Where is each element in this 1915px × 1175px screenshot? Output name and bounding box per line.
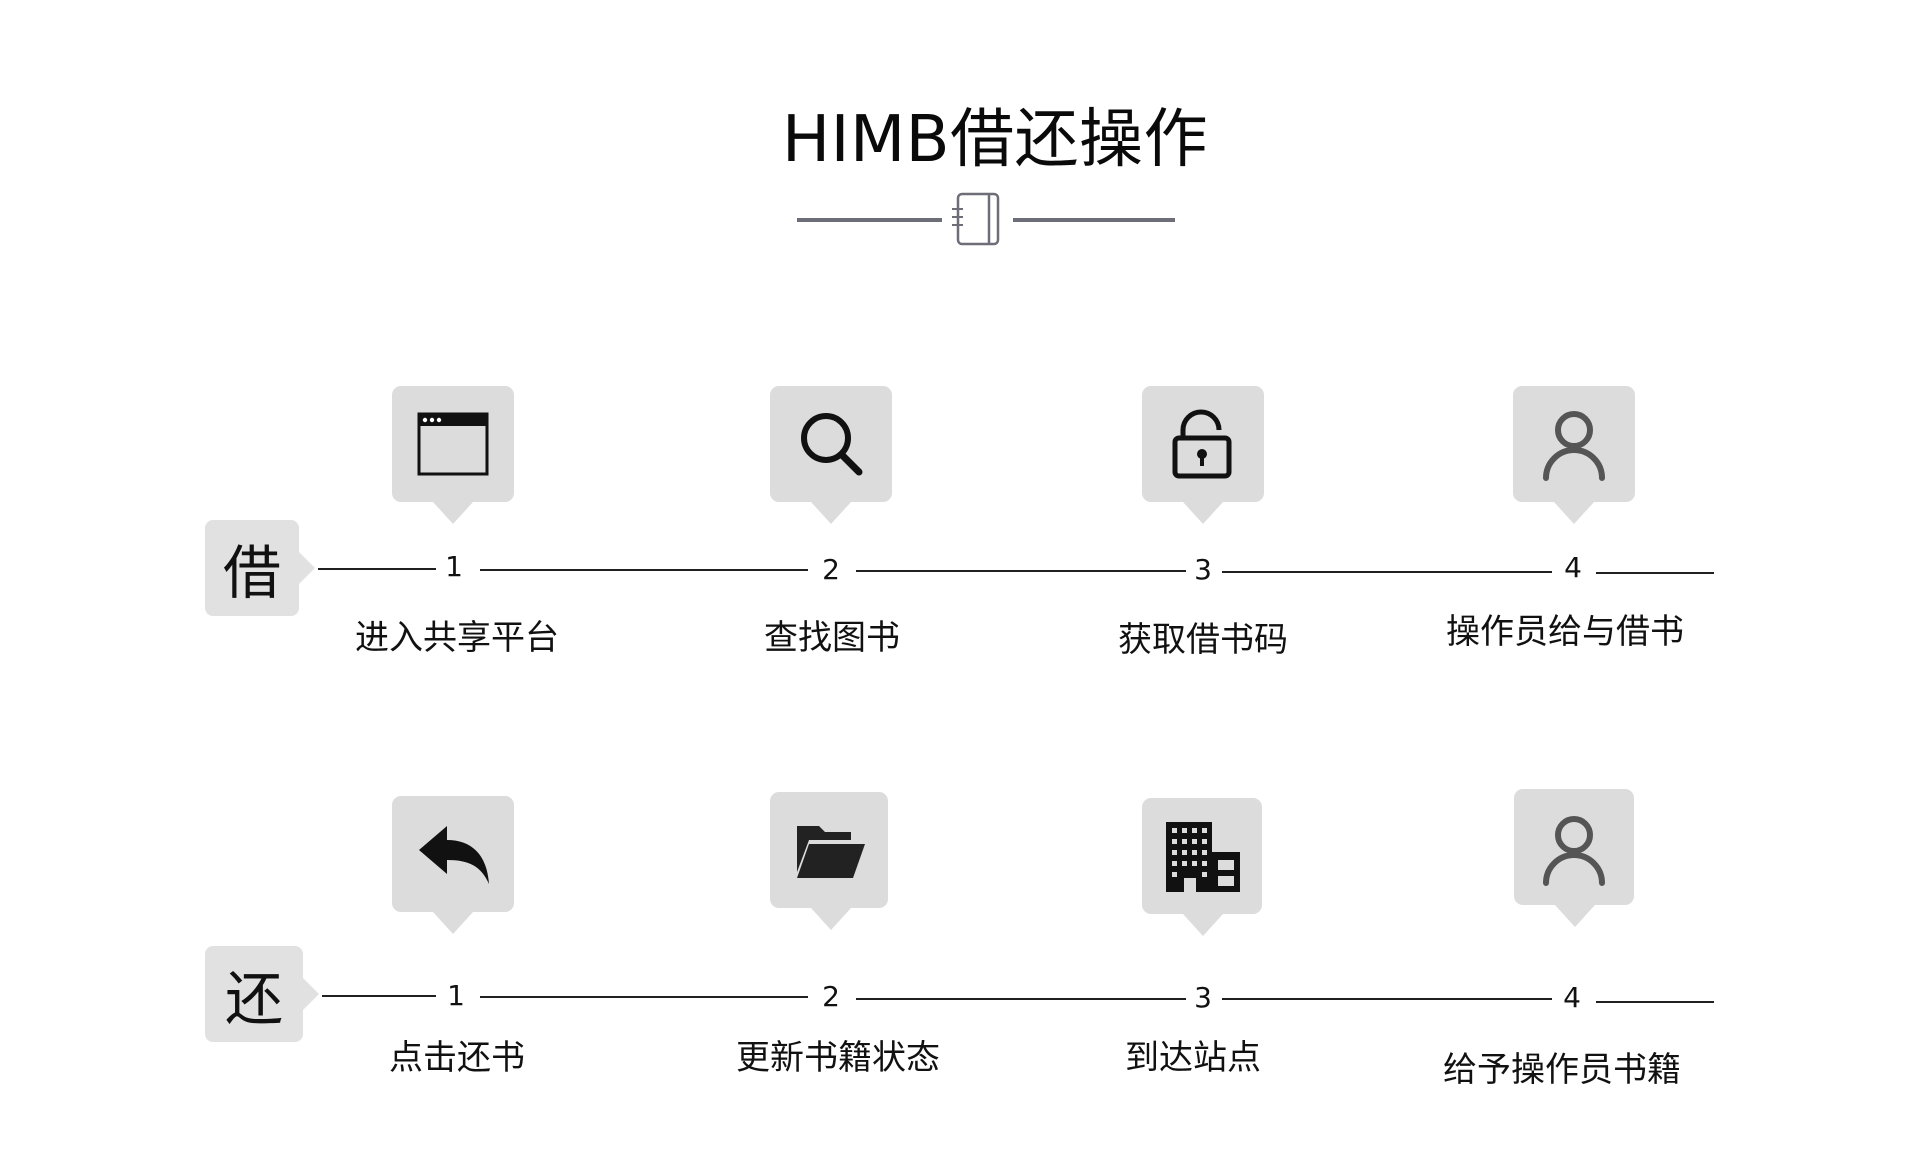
return-timeline-seg-4 (1596, 1001, 1714, 1003)
unlock-icon (1172, 409, 1232, 479)
return-timeline-seg-1 (480, 996, 808, 998)
return-step-2-tile (770, 792, 888, 930)
browser-window-icon (417, 412, 489, 476)
title-divider-right (1013, 218, 1175, 222)
borrow-step-4-tile (1513, 386, 1635, 524)
reply-arrow-icon (419, 826, 489, 884)
borrow-step-4-label: 操作员给与借书 (1446, 612, 1684, 652)
return-step-4-number: 4 (1563, 981, 1581, 1014)
borrow-timeline-seg-0 (318, 568, 436, 570)
borrow-timeline-seg-4 (1596, 572, 1714, 574)
return-step-2-number: 2 (822, 980, 840, 1013)
return-step-4-tile (1514, 789, 1634, 927)
borrow-step-3-number: 3 (1194, 553, 1212, 586)
return-step-2-label: 更新书籍状态 (736, 1038, 940, 1078)
borrow-step-3-label: 获取借书码 (1118, 620, 1288, 660)
return-timeline-seg-3 (1222, 998, 1552, 1000)
borrow-step-4-number: 4 (1564, 551, 1582, 584)
borrow-timeline-seg-2 (856, 570, 1186, 572)
user-icon (1543, 816, 1605, 886)
open-folder-icon (797, 826, 865, 878)
borrow-step-2-tile (770, 386, 892, 524)
borrow-step-1-number: 1 (445, 550, 463, 583)
borrow-step-3-tile (1142, 386, 1264, 524)
return-step-4-label: 给予操作员书籍 (1443, 1050, 1681, 1090)
return-step-3-number: 3 (1194, 981, 1212, 1014)
return-timeline-seg-2 (856, 998, 1186, 1000)
return-step-3-tile (1142, 798, 1262, 936)
borrow-step-1-tile (392, 386, 514, 524)
borrow-step-2-number: 2 (822, 553, 840, 586)
title-divider-left (797, 218, 942, 222)
notebook-icon (952, 192, 1000, 246)
return-step-1-number: 1 (447, 979, 465, 1012)
borrow-step-1-label: 进入共享平台 (355, 618, 559, 658)
page-title: HIMB借还操作 (781, 103, 1209, 177)
search-icon (801, 413, 863, 476)
return-step-1-label: 点击还书 (389, 1038, 525, 1078)
user-icon (1543, 411, 1605, 481)
return-tab: 还 (205, 946, 319, 1042)
borrow-tab: 借 (205, 520, 315, 616)
return-step-3-label: 到达站点 (1125, 1038, 1261, 1078)
borrow-step-2-label: 查找图书 (764, 618, 900, 658)
borrow-timeline-seg-3 (1222, 571, 1552, 573)
return-step-1-tile (392, 796, 514, 934)
building-icon (1166, 822, 1240, 892)
return-timeline-seg-0 (322, 995, 436, 997)
borrow-timeline-seg-1 (480, 569, 808, 571)
